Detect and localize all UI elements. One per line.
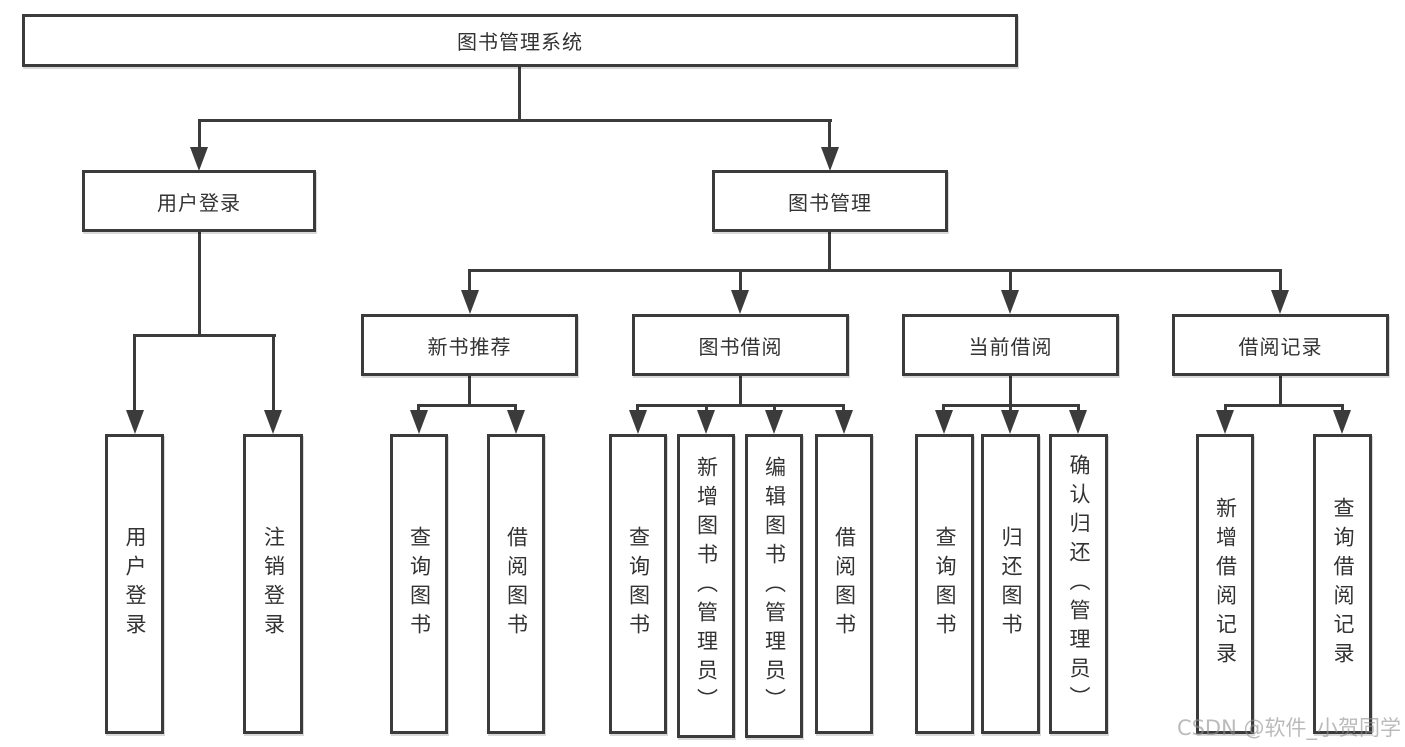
connector-arrow-icon: [821, 147, 839, 171]
node-add-book-admin: 新增图书（管理员）: [677, 434, 735, 738]
node-user-login: 用户登录: [82, 170, 316, 232]
connector-line: [417, 404, 517, 407]
connector-arrow-icon: [410, 410, 428, 434]
connector-arrow-icon: [1001, 290, 1019, 314]
connector-line: [739, 374, 742, 406]
connector-line: [198, 119, 201, 150]
node-query-books-borrow: 查询图书: [609, 434, 667, 734]
connector-line: [1279, 269, 1282, 293]
node-logout: 注销登录: [243, 434, 303, 734]
connector-arrow-icon: [629, 410, 647, 434]
connector-line: [468, 269, 1282, 272]
connector-line: [1009, 374, 1012, 406]
connector-line: [636, 404, 639, 414]
node-return-books: 归还图书: [981, 434, 1040, 734]
connector-line: [828, 230, 831, 272]
connector-arrow-icon: [935, 410, 953, 434]
node-borrow-records: 借阅记录: [1172, 314, 1389, 376]
node-confirm-return-admin: 确认归还（管理员）: [1049, 434, 1108, 734]
connector-line: [773, 404, 776, 414]
connector-line: [198, 230, 201, 336]
connector-arrow-icon: [264, 410, 282, 434]
connector-line: [133, 334, 276, 337]
node-new-book-recommend: 新书推荐: [361, 314, 578, 376]
connector-arrow-icon: [1001, 410, 1019, 434]
connector-arrow-icon: [1333, 410, 1351, 434]
connector-arrow-icon: [697, 410, 715, 434]
connector-line: [828, 119, 831, 150]
connector-arrow-icon: [1271, 290, 1289, 314]
connector-line: [1341, 404, 1344, 414]
node-query-borrow-record: 查询借阅记录: [1313, 434, 1372, 734]
node-add-borrow-record: 新增借阅记录: [1196, 434, 1254, 734]
node-book-management: 图书管理: [712, 170, 948, 232]
node-borrow-books-recommend: 借阅图书: [487, 434, 545, 734]
node-query-books-current: 查询图书: [915, 434, 974, 734]
node-library-system: 图书管理系统: [22, 14, 1018, 67]
connector-line: [842, 404, 845, 414]
connector-line: [133, 334, 136, 413]
connector-arrow-icon: [461, 290, 479, 314]
connector-arrow-icon: [1069, 410, 1087, 434]
connector-line: [636, 404, 845, 407]
connector-line: [198, 119, 832, 122]
connector-line: [417, 404, 420, 414]
connector-line: [468, 374, 471, 406]
node-user-login-leaf: 用户登录: [105, 434, 164, 734]
connector-arrow-icon: [126, 410, 144, 434]
node-borrow-books-leaf: 借阅图书: [815, 434, 873, 734]
connector-arrow-icon: [835, 410, 853, 434]
connector-arrow-icon: [190, 147, 208, 171]
connector-line: [1224, 404, 1227, 414]
connector-line: [1077, 404, 1080, 414]
connector-arrow-icon: [1216, 410, 1234, 434]
connector-line: [468, 269, 471, 293]
node-current-borrow: 当前借阅: [902, 314, 1119, 376]
node-edit-book-admin: 编辑图书（管理员）: [745, 434, 803, 738]
node-book-borrow: 图书借阅: [632, 314, 849, 376]
csdn-watermark: CSDN @软件_小贺同学: [1176, 716, 1401, 740]
connector-line: [1009, 269, 1012, 293]
connector-line: [518, 66, 521, 122]
connector-arrow-icon: [507, 410, 525, 434]
node-query-books-recommend: 查询图书: [390, 434, 448, 734]
connector-arrow-icon: [731, 290, 749, 314]
connector-line: [1224, 404, 1344, 407]
connector-line: [1279, 374, 1282, 406]
connector-line: [942, 404, 945, 414]
connector-line: [1009, 404, 1012, 414]
connector-line: [739, 269, 742, 293]
connector-line: [705, 404, 708, 414]
connector-line: [514, 404, 517, 414]
connector-arrow-icon: [765, 410, 783, 434]
connector-line: [272, 334, 275, 413]
